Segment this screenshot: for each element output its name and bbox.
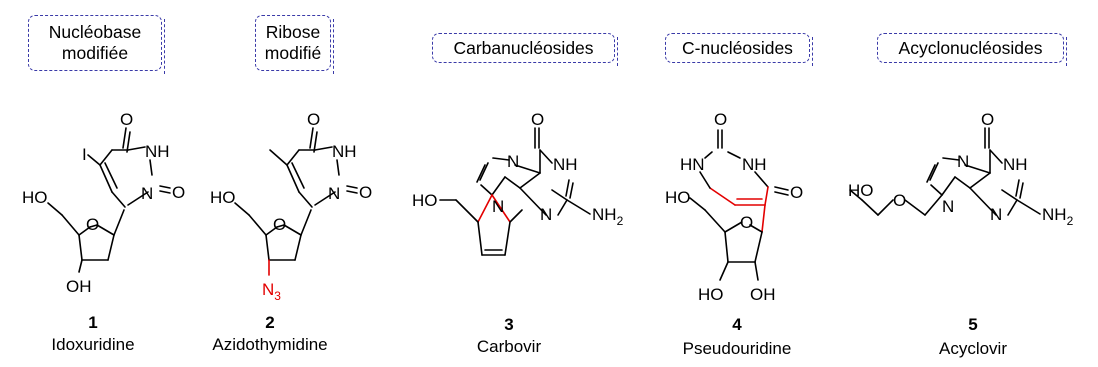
compound-number: 1 xyxy=(88,313,98,332)
category-label: Acyclonucléosides xyxy=(898,37,1043,58)
compound-name: Idoxuridine xyxy=(51,335,135,354)
category-box-acyclonucleosides: Acyclonucléosides xyxy=(877,33,1067,66)
atom-label-nh: NH xyxy=(145,142,170,161)
atom-label-n: N xyxy=(957,152,969,171)
atom-label-n: N xyxy=(507,152,519,171)
compound-number: 5 xyxy=(968,315,978,334)
category-label: Carbanucléosides xyxy=(453,37,594,58)
atom-label-oh: OH xyxy=(66,277,92,296)
atom-label-o: O xyxy=(86,215,99,234)
atom-label-o: O xyxy=(790,183,803,202)
compound-name: Carbovir xyxy=(476,337,542,356)
atom-label-n: N xyxy=(492,197,504,216)
atom-label-ho: HO xyxy=(210,188,236,207)
atom-label-o: O xyxy=(740,213,753,232)
molecule-1-idoxuridine xyxy=(47,127,171,273)
compound-number: 4 xyxy=(732,315,742,334)
compound-name: Pseudouridine xyxy=(682,339,792,358)
category-box-ribose: Ribose modifié xyxy=(255,15,334,74)
atom-label-n: N xyxy=(540,205,552,224)
atom-label-o: O xyxy=(307,110,320,129)
molecule-4-pseudouridine xyxy=(689,129,789,281)
atom-label-o: O xyxy=(714,110,727,129)
atom-label-nh: NH xyxy=(332,142,357,161)
molecule-2-azidothymidine xyxy=(234,127,358,276)
category-label: C-nucléosides xyxy=(682,37,793,58)
atom-label-nh: NH xyxy=(742,155,767,174)
atom-label-nh: NH xyxy=(1003,155,1028,174)
atom-label-n: N xyxy=(328,184,340,203)
atom-label-oh: OH xyxy=(750,285,776,304)
category-box-nucleobase: Nucléobase modifiée xyxy=(28,15,165,74)
atom-label-o: O xyxy=(981,110,994,129)
atom-label-n3: N3 xyxy=(262,280,281,303)
category-label: modifiée xyxy=(61,43,129,63)
atom-label-n: N xyxy=(942,197,954,216)
category-box-c-nucleosides: C-nucléosides xyxy=(665,33,813,66)
atom-label-o: O xyxy=(172,183,185,202)
category-label: Nucléobase xyxy=(48,22,142,42)
atom-label-nh2: NH2 xyxy=(592,205,624,228)
category-label: Ribose xyxy=(265,22,321,42)
atom-label-o: O xyxy=(359,183,372,202)
atom-label-o: O xyxy=(531,110,544,129)
compound-name: Acyclovir xyxy=(938,339,1007,358)
molecule-5-acyclovir xyxy=(849,127,1041,216)
atom-label-ho: HO xyxy=(848,181,874,200)
compound-number: 3 xyxy=(504,315,514,334)
compound-number: 2 xyxy=(265,313,275,332)
atom-label-n: N xyxy=(141,184,153,203)
atom-label-nh2: NH2 xyxy=(1042,205,1074,228)
atom-label-i: I xyxy=(82,145,87,164)
atom-label-ho: HO xyxy=(22,188,48,207)
atom-label-o: O xyxy=(120,110,133,129)
atom-label-o: O xyxy=(273,215,286,234)
atom-label-hn: HN xyxy=(680,155,705,174)
atom-label-nh: NH xyxy=(553,155,578,174)
molecule-3-carbovir xyxy=(439,127,591,256)
atom-label-n: N xyxy=(990,205,1002,224)
category-box-carbanucleosides: Carbanucléosides xyxy=(432,33,618,66)
atom-label-ho: HO xyxy=(665,188,691,207)
compound-name: Azidothymidine xyxy=(212,335,328,354)
atom-label-o: O xyxy=(893,191,906,210)
atom-label-ho: HO xyxy=(698,285,724,304)
atom-label-ho: HO xyxy=(412,191,438,210)
category-label: modifié xyxy=(264,43,322,63)
